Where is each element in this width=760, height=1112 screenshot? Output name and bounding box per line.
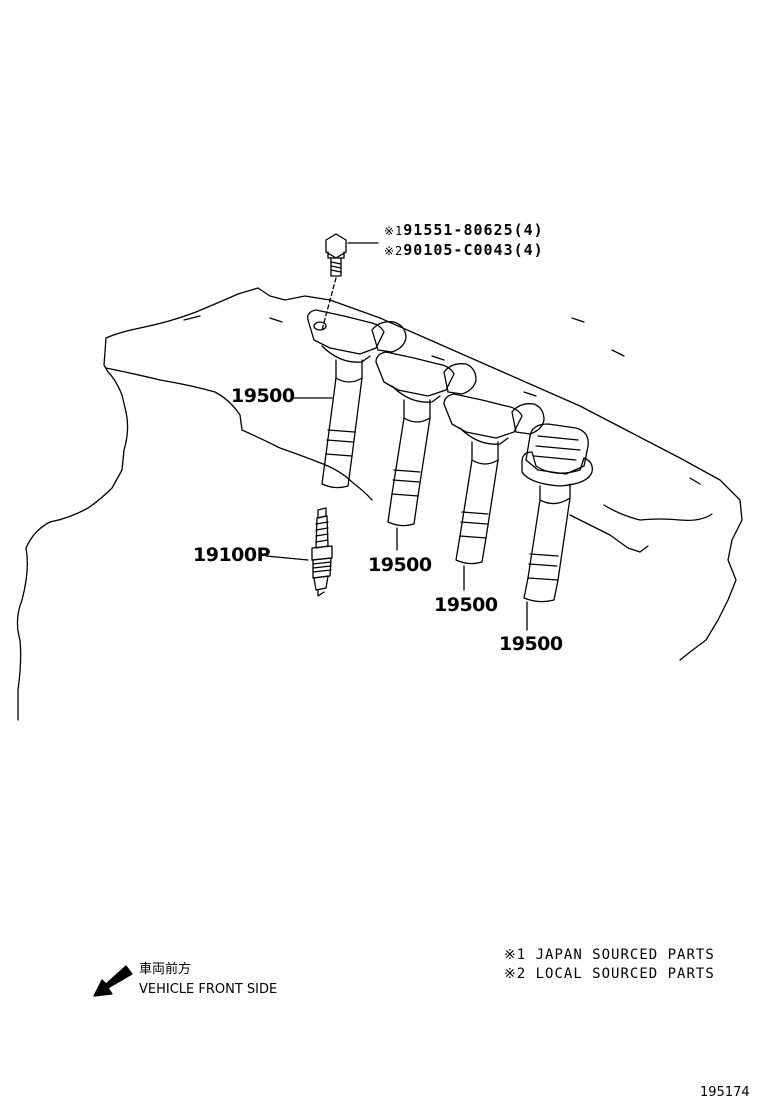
bolt-part	[321, 233, 347, 331]
label-coil-1: 19500	[231, 385, 295, 407]
figure-number: 195174	[700, 1085, 750, 1100]
ignition-coil-4	[521, 423, 593, 603]
bolt-callout-1-part: 91551-80625(4)	[403, 221, 544, 239]
label-leader-lines	[265, 397, 528, 631]
label-coil-4: 19500	[499, 633, 563, 655]
direction-label-jp: 車両前方	[139, 962, 192, 977]
label-coil-2: 19500	[368, 554, 432, 576]
legend-item-1-text: JAPAN SOURCED PARTS	[535, 947, 715, 963]
spark-plug-part	[311, 507, 333, 597]
legend-item-1: ※1 JAPAN SOURCED PARTS	[504, 948, 715, 962]
ignition-coil-3	[443, 393, 545, 565]
vehicle-front-arrow-icon	[93, 965, 133, 997]
engine-head-outline	[16, 287, 743, 721]
legend-item-2-mark: ※2	[504, 966, 527, 982]
bolt-callout-2-mark: ※2	[384, 244, 404, 258]
label-coil-3: 19500	[434, 594, 498, 616]
bolt-callout-2: ※290105-C0043(4)	[384, 243, 544, 258]
direction-label-en: VEHICLE FRONT SIDE	[139, 982, 278, 997]
legend-item-2-text: LOCAL SOURCED PARTS	[535, 966, 715, 982]
bolt-callout-1: ※191551-80625(4)	[384, 223, 544, 238]
ignition-coil-2	[375, 351, 477, 527]
bolt-callout-2-part: 90105-C0043(4)	[403, 241, 544, 259]
bolt-callout-1-mark: ※1	[384, 224, 404, 238]
label-spark-plug: 19100P	[193, 544, 271, 566]
leader-spark-plug	[265, 555, 309, 561]
ignition-coil-1	[307, 309, 407, 489]
legend-item-1-mark: ※1	[504, 947, 527, 963]
legend-item-2: ※2 LOCAL SOURCED PARTS	[504, 967, 715, 981]
